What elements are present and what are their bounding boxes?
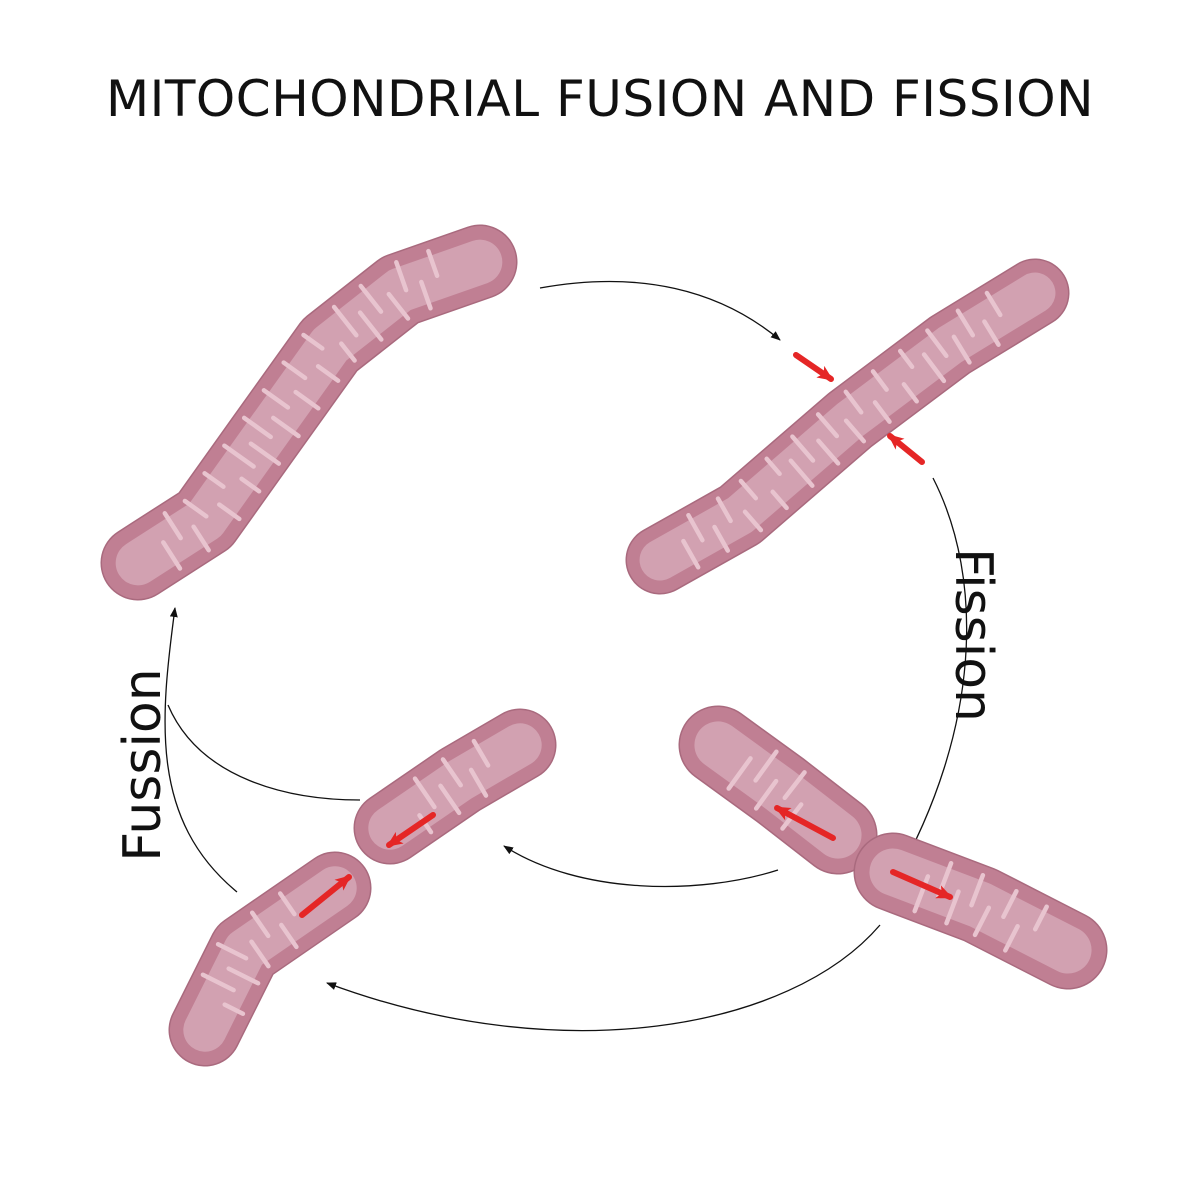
diagram-title: MITOCHONDRIAL FUSION AND FISSION <box>106 70 1094 128</box>
red-motion-arrows <box>299 352 953 918</box>
mitochondria-layer <box>100 224 1108 1067</box>
mitochondrion-constricting <box>625 258 1070 595</box>
constriction-arrow-top <box>793 352 834 382</box>
mitochondrion-left-lower <box>168 851 372 1067</box>
fusion-arrow-lower <box>299 874 352 918</box>
divide-arrow-left <box>774 805 836 841</box>
mitochondrion-right-upper-cristae <box>726 749 807 831</box>
mitochondrion-left-upper <box>353 708 557 865</box>
mitochondrion-left-upper-cristae <box>412 738 491 835</box>
divide-arrow-right <box>890 869 953 900</box>
constriction-arrow-bottom <box>887 433 925 465</box>
mitochondrion-fused <box>100 224 518 601</box>
arrow-fusion-up <box>164 607 238 893</box>
arrow-fused-to-constricting <box>539 280 781 341</box>
fission-label: Fission <box>943 548 1003 722</box>
arrow-fission-down <box>894 477 968 881</box>
arrow-right-pair-to-left-fragment <box>503 845 779 888</box>
arrow-fusion-branch <box>167 704 361 801</box>
mitochondrion-right-lower <box>853 832 1108 990</box>
mitochondrion-constricting-cristae <box>681 290 1003 570</box>
mitochondrion-left-lower-cristae <box>200 891 299 1016</box>
mitochondrion-fused-cristae <box>161 248 440 571</box>
mitochondrion-right-upper <box>678 705 878 875</box>
fusion-label: Fussion <box>113 668 173 861</box>
arrow-lower-right-to-lower-left <box>326 924 881 1032</box>
fusion-arrow-upper <box>386 812 436 848</box>
flow-arrows <box>164 280 968 1032</box>
